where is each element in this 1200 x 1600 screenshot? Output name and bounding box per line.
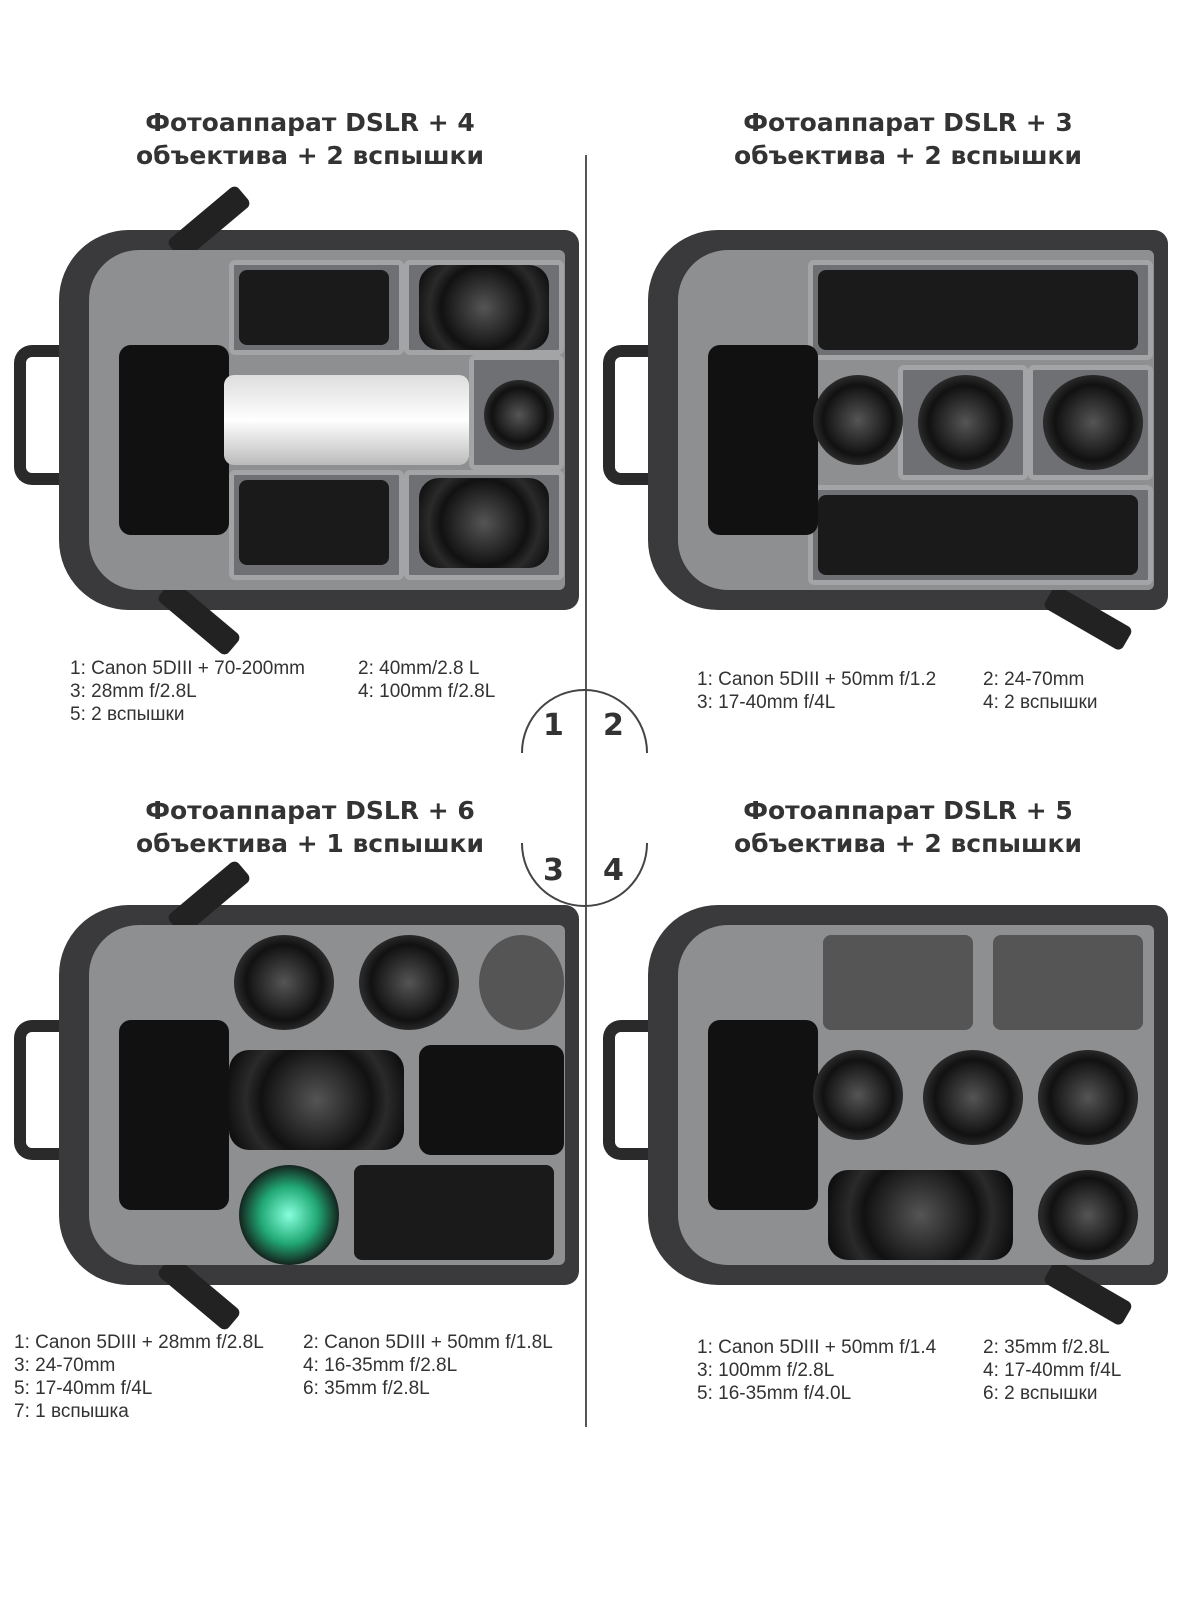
badge-number-4: 4 <box>603 853 624 888</box>
caption: 1: Canon 5DIII + 50mm f/1.2 <box>697 669 937 690</box>
panel-2-title: Фотоаппарат DSLR + 3 объектива + 2 вспышк… <box>598 106 1200 172</box>
badge-1-2 <box>521 689 648 753</box>
center-divider <box>585 155 587 1427</box>
caption: 7: 1 вспышка <box>14 1401 129 1422</box>
title-line: объектива + 2 вспышки <box>733 829 1083 858</box>
caption: 4: 16-35mm f/2.8L <box>303 1355 458 1376</box>
caption: 4: 2 вспышки <box>983 692 1098 713</box>
bag-image-2 <box>603 210 1168 652</box>
title-line: Фотоаппарат DSLR + 4 <box>145 108 475 137</box>
caption: 6: 2 вспышки <box>983 1383 1098 1404</box>
bag-image-1 <box>14 184 579 657</box>
caption: 4: 100mm f/2.8L <box>358 681 496 702</box>
caption: 4: 17-40mm f/4L <box>983 1360 1122 1381</box>
panel-4-title: Фотоаппарат DSLR + 5 объектива + 2 вспышк… <box>598 794 1200 860</box>
bag-image-3 <box>14 859 579 1332</box>
badge-number-3: 3 <box>543 853 564 888</box>
caption: 6: 35mm f/2.8L <box>303 1378 430 1399</box>
caption: 2: 24-70mm <box>983 669 1085 690</box>
caption: 2: 40mm/2.8 L <box>358 658 480 679</box>
title-line: Фотоаппарат DSLR + 3 <box>743 108 1073 137</box>
panel-1-title: Фотоаппарат DSLR + 4 объектива + 2 вспышк… <box>0 106 620 172</box>
caption: 1: Canon 5DIII + 28mm f/2.8L <box>14 1332 264 1353</box>
panel-3-title: Фотоаппарат DSLR + 6 объектива + 1 вспышк… <box>0 794 620 860</box>
caption: 1: Canon 5DIII + 50mm f/1.4 <box>697 1337 937 1358</box>
caption: 3: 24-70mm <box>14 1355 116 1376</box>
caption: 3: 100mm f/2.8L <box>697 1360 835 1381</box>
caption: 3: 28mm f/2.8L <box>70 681 197 702</box>
caption: 2: 35mm f/2.8L <box>983 1337 1110 1358</box>
bag-image-4 <box>603 885 1168 1327</box>
title-line: объектива + 1 вспышки <box>135 829 485 858</box>
title-line: объектива + 2 вспышки <box>135 141 485 170</box>
badge-number-2: 2 <box>603 708 624 743</box>
badge-number-1: 1 <box>543 708 564 743</box>
caption: 5: 2 вспышки <box>70 704 185 725</box>
caption: 5: 16-35mm f/4.0L <box>697 1383 852 1404</box>
caption: 2: Canon 5DIII + 50mm f/1.8L <box>303 1332 553 1353</box>
title-line: Фотоаппарат DSLR + 5 <box>743 796 1073 825</box>
caption: 1: Canon 5DIII + 70-200mm <box>70 658 305 679</box>
caption: 5: 17-40mm f/4L <box>14 1378 153 1399</box>
title-line: Фотоаппарат DSLR + 6 <box>145 796 475 825</box>
title-line: объектива + 2 вспышки <box>733 141 1083 170</box>
caption: 3: 17-40mm f/4L <box>697 692 836 713</box>
